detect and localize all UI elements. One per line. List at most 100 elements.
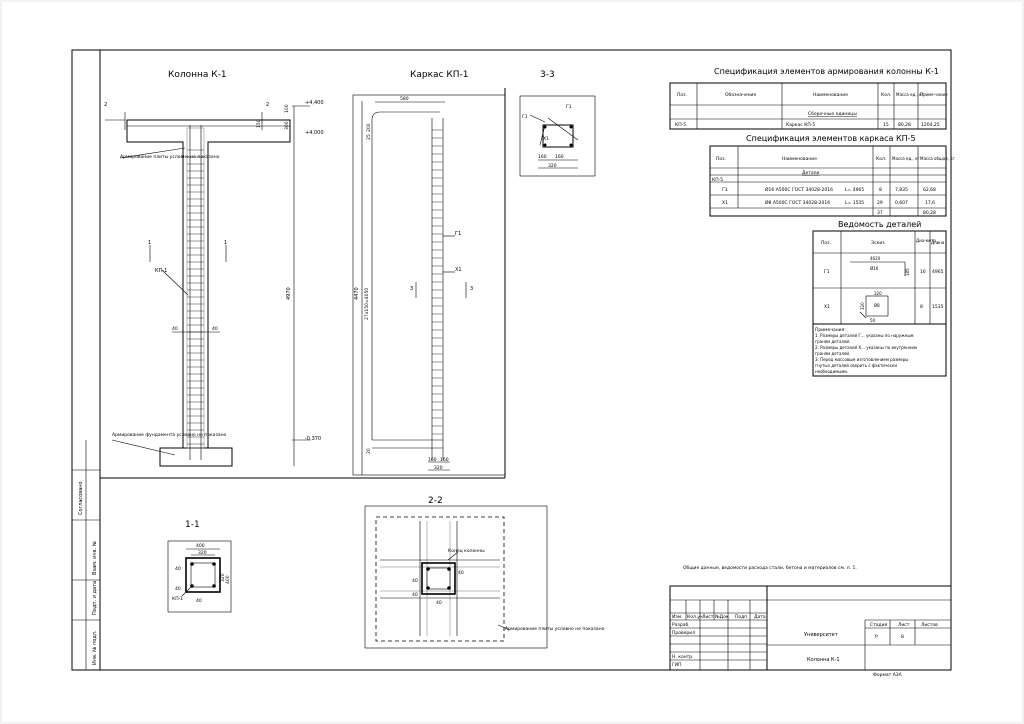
s22-slab-label: Армирование плиты условно не показано: [505, 626, 605, 632]
spec-cage-r1-len: L= 1535: [845, 200, 864, 206]
side-stamp-inv: Инв. № подл.: [92, 630, 98, 665]
s11-c40c: 40: [196, 598, 202, 604]
s11-w400: 400: [196, 543, 205, 549]
cage-label-g1: Г1: [455, 231, 461, 237]
section-1-1: 400 320 400 320 40 40 40 КП-1: [167, 540, 232, 613]
section-2-2: Конец колонны 40 40 40 40 Армирование пл…: [364, 505, 605, 649]
details-h-diam: Диа-метр: [916, 238, 936, 243]
tb-role-gip: ГИП: [672, 662, 682, 668]
tb-role-nkontr: Н. контр.: [672, 654, 694, 660]
title-column: Колонна К-1: [168, 70, 227, 80]
s11-kp: КП-1: [172, 596, 183, 602]
notes-line-1: 1. Размеры деталей Г... указаны по наруж…: [815, 333, 914, 338]
spec-cage-r0-qty: 8: [879, 187, 882, 193]
side-stamp-sign: Подп. и дата: [92, 581, 98, 615]
side-stamp-agreed: Согласовано: [78, 481, 84, 515]
cage-dim-200: 200: [366, 123, 372, 132]
notes-heading: Примечания:: [815, 327, 846, 333]
notes-line-4: граням деталей.: [815, 351, 850, 356]
s22-dim-a: 40: [412, 578, 418, 584]
level-slab: +4,000: [305, 130, 324, 136]
tb-university: Университет: [804, 632, 838, 638]
details-h-pos: Поз.: [821, 240, 831, 246]
tb-h-date: Дата: [754, 614, 766, 620]
side-stamp-replace: Взам. инв. №: [92, 540, 98, 575]
cage-mark-3-left: 3: [410, 286, 413, 292]
side-stamp: Согласовано Взам. инв. № Подп. и дата Ин…: [72, 440, 100, 670]
notes-line-3: 2. Размеры деталей Х... указаны по внутр…: [815, 345, 917, 350]
dim-40-left: 40: [172, 326, 178, 332]
s22-dim-c: 40: [458, 570, 464, 576]
tb-stage: Р: [875, 634, 878, 640]
note-found-rebar: Армирование фундамента условно не показа…: [112, 432, 227, 438]
dim-40-right: 40: [212, 326, 218, 332]
cage-dim-160a: 160: [428, 457, 437, 463]
spec-col-h-mass: Масса ед., кг: [896, 92, 924, 97]
spec-col-section: Сборочные единицы: [808, 111, 857, 117]
cage-dim-20: 20: [366, 448, 372, 454]
spec-cage-section: Детали: [802, 170, 820, 176]
s11-c40b: 40: [175, 586, 181, 592]
cage-dim-160b: 160: [440, 457, 449, 463]
details-r1-len: 1535: [932, 304, 944, 310]
s11-h320: 320: [220, 573, 226, 582]
note-slab-rebar: Армирование плиты условно не показано: [120, 154, 220, 160]
details-h-len: Длина: [931, 240, 945, 245]
column-elevation: 2 2 +4,400 +4,000 -0,370 100 300 150 497…: [104, 100, 324, 467]
details-r0-pos: Г1: [824, 269, 830, 275]
dim-300: 300: [284, 121, 290, 130]
title-cage: Каркас КП-1: [410, 70, 469, 80]
details-r0-diam: 16: [920, 269, 926, 275]
spec-cage-total-mass: 80,28: [923, 210, 936, 216]
notes-block: Примечания: 1. Размеры деталей Г... указ…: [812, 323, 947, 377]
tb-role-dev: Разраб.: [672, 622, 690, 628]
general-note: Общие данные, ведомости расхода стали, б…: [683, 565, 857, 571]
format-label: Формат А3А: [873, 672, 903, 678]
spec-col-r0-pos: КП-5: [675, 122, 686, 128]
tb-h-sign: Подп.: [735, 614, 749, 620]
details-r1-sk4: 50: [870, 318, 876, 323]
tb-role-check: Проверил: [672, 630, 695, 636]
spec-col-h-name: Наименование: [813, 92, 848, 98]
mark-2-left: 2: [104, 102, 107, 108]
d33-dim-160b: 160: [555, 154, 564, 160]
d33-dim-320: 320: [548, 163, 557, 169]
notes-line-7: необходимыми.: [815, 369, 848, 374]
title-section-33: 3-3: [540, 70, 555, 80]
details-r1-sk1: 320: [874, 291, 882, 296]
spec-cage-r0-total: 62,68: [923, 187, 936, 193]
notes-line-6: гнутых деталей сверить с фактически: [815, 363, 897, 368]
s11-c40a: 40: [175, 566, 181, 572]
cage-dim-step: 27x150=4050: [364, 288, 370, 320]
spec-cage-group: КП-5: [712, 177, 723, 183]
title-section-11: 1-1: [185, 520, 200, 530]
notes-line-5: 3. Перед массовым изготовлением размеры: [815, 357, 908, 362]
cage-dim-total: 4470: [354, 287, 360, 300]
s22-dim-d: 40: [436, 600, 442, 606]
spec-cage-r0-pos: Г1: [722, 187, 728, 193]
dim-height: 4970: [286, 287, 292, 300]
detail-3-3: Г1 Г1 Х1 160 160 320: [519, 95, 596, 177]
s22-dim-b: 40: [412, 592, 418, 598]
mark-1-right: 1: [224, 240, 227, 246]
spec-cage-title: Спецификация элементов каркаса КП-5: [746, 134, 916, 143]
s11-h400: 400: [225, 575, 231, 584]
d33-x1: Х1: [543, 136, 549, 142]
d33-dim-160a: 160: [538, 154, 547, 160]
spec-cage-h-qty: Кол.: [876, 156, 886, 162]
spec-col-h-designation: Обозначение: [725, 92, 756, 98]
cage-mark-3-right: 3: [470, 286, 473, 292]
spec-cage-r1-qty: 29: [877, 200, 883, 206]
s22-end-label: Конец колонны: [448, 548, 485, 554]
tb-sheet: 8: [901, 634, 904, 640]
spec-col-h-qty: Кол.: [881, 92, 891, 98]
notes-line-2: граням деталей.: [815, 339, 850, 344]
label-kp1: КП-1: [155, 268, 167, 274]
spec-col-h-note: Приме-чание: [920, 92, 948, 97]
spec-cage-h-name: Наименование: [782, 156, 817, 162]
spec-cage-r1-mass: 0,607: [895, 200, 908, 206]
spec-col-r0-mass: 80,28: [898, 122, 911, 128]
details-r1-sk3: 320: [860, 302, 865, 310]
tb-h-izm: Изм.: [672, 614, 683, 620]
spec-cage-r1-name: Ø8 А500С ГОСТ 34028-2016: [765, 199, 830, 206]
